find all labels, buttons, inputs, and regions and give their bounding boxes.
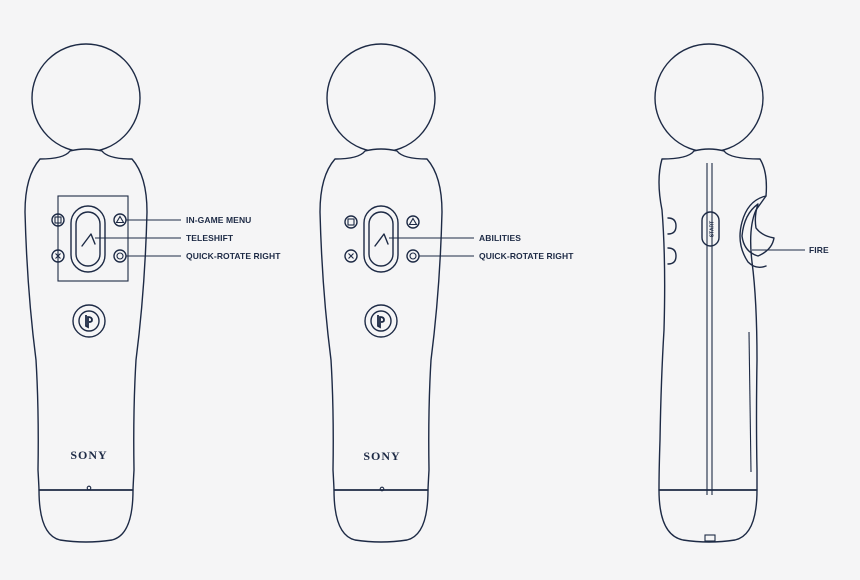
callout-label: IN-GAME MENU xyxy=(186,215,251,225)
callout-label: ABILITIES xyxy=(479,233,521,243)
glow-sphere xyxy=(31,43,141,153)
brand-logo: SONY xyxy=(70,448,107,462)
brand-logo: SONY xyxy=(363,449,400,463)
controller-side-right: START FIRE xyxy=(654,43,829,543)
square-button-icon xyxy=(51,213,65,227)
move-button-ring xyxy=(363,205,399,273)
controller-base xyxy=(333,489,429,543)
controller-front-left: IN-GAME MENU TELESHIFT QUICK-ROTATE RIGH… xyxy=(24,43,281,543)
cross-button-icon xyxy=(51,249,65,263)
callout-label: TELESHIFT xyxy=(186,233,234,243)
move-button xyxy=(368,211,394,267)
callout-label: QUICK-ROTATE RIGHT xyxy=(479,251,574,261)
move-logo-icon xyxy=(81,233,96,247)
move-button-ring xyxy=(70,205,106,273)
controller-base xyxy=(658,489,758,543)
cross-button-icon xyxy=(344,249,358,263)
callout-label: FIRE xyxy=(809,245,829,255)
ps-button-icon xyxy=(364,304,398,338)
triangle-button-icon xyxy=(406,215,420,229)
strap-slot xyxy=(704,534,716,542)
grip-edge xyxy=(748,331,752,473)
callout-label: QUICK-ROTATE RIGHT xyxy=(186,251,281,261)
glow-sphere xyxy=(654,43,764,153)
glow-sphere xyxy=(326,43,436,153)
start-button xyxy=(701,211,720,247)
trigger-housing xyxy=(739,195,767,269)
move-button xyxy=(75,211,101,267)
ps-button-icon xyxy=(72,304,106,338)
controller-body xyxy=(319,148,443,491)
side-button xyxy=(667,247,677,265)
square-button-icon xyxy=(344,215,358,229)
move-logo-icon xyxy=(374,233,389,247)
side-button xyxy=(667,217,677,235)
controller-front-middle: ABILITIES QUICK-ROTATE RIGHT SONY xyxy=(319,43,574,543)
charge-port xyxy=(86,485,92,491)
trigger-button xyxy=(741,203,775,257)
controller-base xyxy=(38,489,134,543)
start-button-label: START xyxy=(709,221,715,237)
charge-port xyxy=(379,486,385,492)
